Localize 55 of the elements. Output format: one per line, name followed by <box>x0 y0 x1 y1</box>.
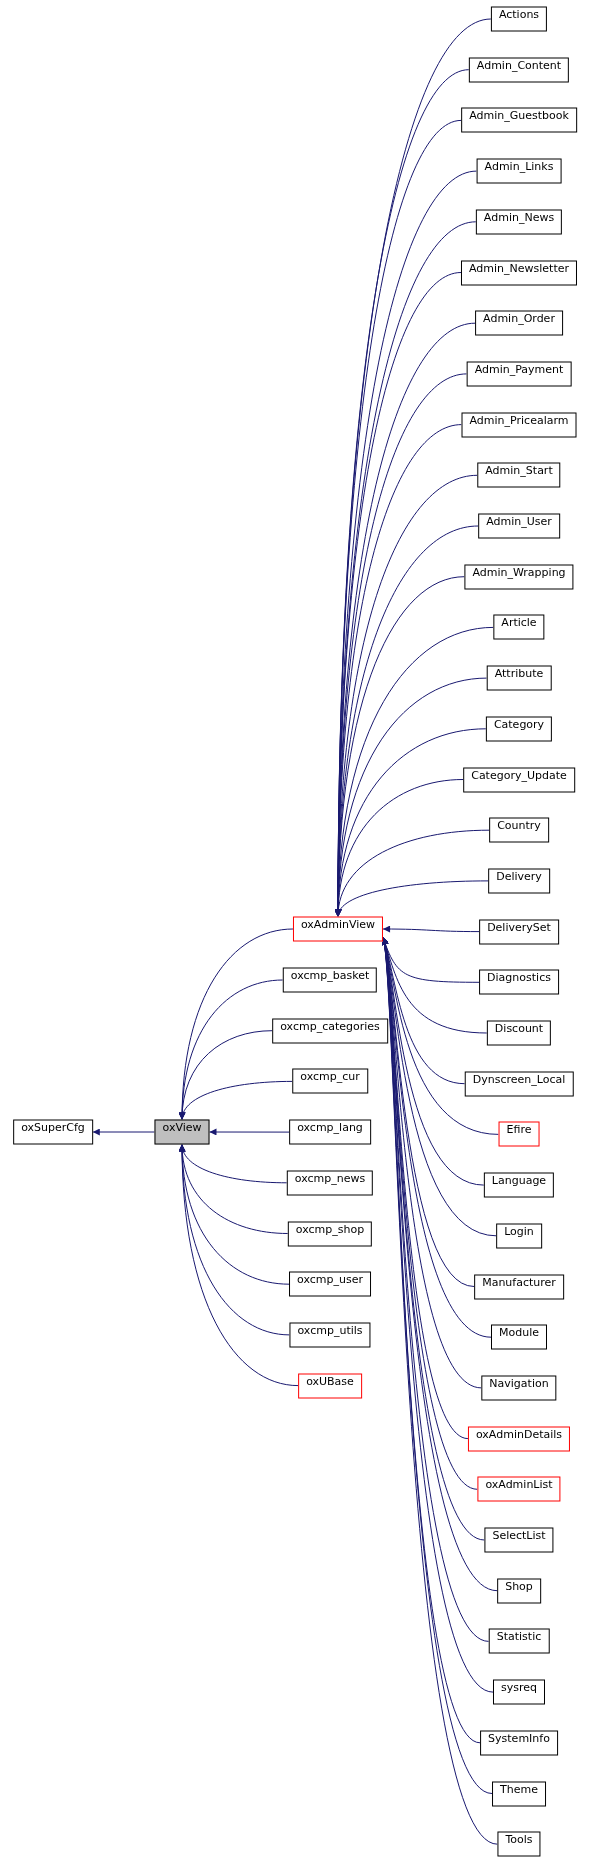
class-box: Theme <box>492 1781 546 1806</box>
inheritance-arrow <box>178 1144 299 1387</box>
class-box: Admin_Links <box>476 158 562 184</box>
class-box: Admin_Order <box>475 310 563 336</box>
class-box: Delivery <box>488 868 550 894</box>
class-box: oxcmp_utils <box>289 1322 371 1348</box>
inheritance-arrow <box>92 1128 155 1136</box>
class-box: oxSuperCfg <box>13 1119 93 1145</box>
class-box: Admin_Start <box>477 462 561 488</box>
class-box: Admin_Pricealarm <box>461 412 577 438</box>
inheritance-arrow <box>209 1128 290 1136</box>
class-box: Admin_User <box>478 513 560 539</box>
class-box: Admin_Newsletter <box>461 260 577 285</box>
class-box: sysreq <box>493 1679 545 1705</box>
class-box: Actions <box>490 6 548 32</box>
class-box: SelectList <box>484 1527 554 1553</box>
class-box: Discount <box>486 1020 552 1046</box>
class-box: oxAdminList <box>477 1476 561 1502</box>
inheritance-arrow <box>179 1080 293 1120</box>
class-box: Dynscreen_Local <box>464 1071 574 1097</box>
class-box: Admin_Content <box>468 57 570 83</box>
class-box: oxcmp_shop <box>287 1221 373 1246</box>
class-box: oxcmp_basket <box>282 967 378 993</box>
class-box: Diagnostics <box>479 969 559 995</box>
class-box: Attribute <box>486 665 552 691</box>
class-box: Admin_Guestbook <box>461 107 577 133</box>
class-box: oxView <box>154 1119 210 1145</box>
class-box: Admin_Payment <box>466 361 572 387</box>
class-box: SystemInfo <box>480 1730 558 1756</box>
class-box: Tools <box>497 1831 541 1857</box>
class-box: Shop <box>497 1578 541 1604</box>
class-box: oxAdminView <box>292 916 384 942</box>
class-box: Statistic <box>488 1628 550 1654</box>
class-box: Admin_News <box>475 209 563 235</box>
class-box: oxcmp_cur <box>292 1068 368 1094</box>
class-box: Country <box>489 817 549 843</box>
class-box: oxcmp_news <box>286 1170 374 1196</box>
class-box: Module <box>491 1324 547 1350</box>
class-box: oxcmp_user <box>289 1271 371 1297</box>
class-box: Navigation <box>481 1375 557 1401</box>
class-box: Login <box>496 1223 542 1249</box>
class-box: Admin_Wrapping <box>464 564 574 590</box>
class-box: Language <box>483 1172 555 1198</box>
inheritance-arrow <box>382 925 480 933</box>
class-box: Article <box>493 614 545 640</box>
inheritance-arrow <box>334 677 488 917</box>
class-box: DeliverySet <box>479 919 559 945</box>
class-box: oxAdminDetails <box>467 1426 571 1452</box>
class-box: oxUBase <box>298 1373 362 1399</box>
class-box: Category <box>485 716 553 742</box>
class-box: oxcmp_categories <box>272 1018 388 1044</box>
class-box: Manufacturer <box>474 1274 564 1299</box>
class-box: oxcmp_lang <box>289 1119 371 1145</box>
class-box: Category_Update <box>463 767 575 792</box>
class-box: Efire <box>498 1121 540 1147</box>
